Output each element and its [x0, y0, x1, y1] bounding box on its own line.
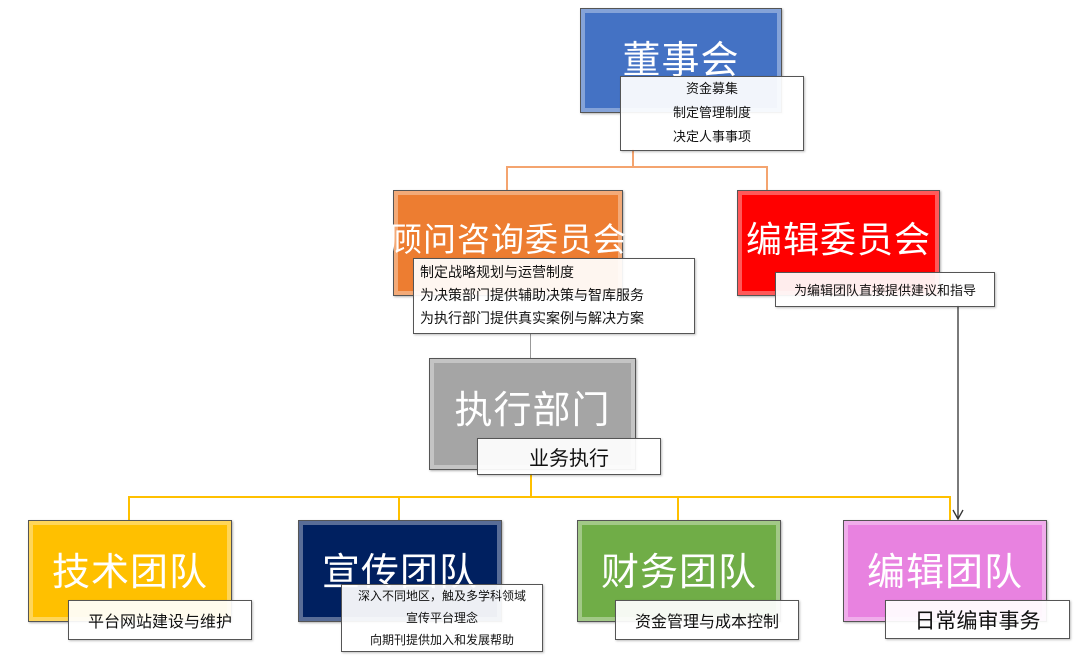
finance-team-duties: 资金管理与成本控制 — [615, 600, 799, 640]
connector-board-h — [506, 166, 768, 168]
duty: 为决策部门提供辅助决策与智库服务 — [420, 287, 644, 304]
duty: 资金募集 — [685, 81, 738, 97]
connector-teams-h — [128, 496, 951, 498]
arrow-editorial-committee-to-team — [952, 305, 964, 521]
connector-publicity — [398, 496, 400, 520]
execution-title: 执行部门 — [454, 388, 611, 432]
duty: 资金管理与成本控制 — [634, 612, 779, 631]
editorial-team-title: 编辑团队 — [866, 550, 1023, 594]
advisory-title: 顾问咨询委员会 — [389, 220, 627, 259]
advisory-duties: 制定战略规划与运营制度 为决策部门提供辅助决策与智库服务 为执行部门提供真实案例… — [413, 258, 695, 334]
connector-board — [632, 149, 634, 167]
editorial-committee-title: 编辑委员会 — [745, 220, 931, 261]
duty: 宣传平台理念 — [405, 611, 478, 625]
duty: 为执行部门提供真实案例与解决方案 — [420, 310, 644, 327]
board-title: 董事会 — [622, 38, 740, 82]
editorial-team-duties: 日常编审事务 — [885, 600, 1070, 639]
duty: 平台网站建设与维护 — [87, 612, 232, 631]
duty: 为编辑团队直接提供建议和指导 — [793, 284, 976, 299]
connector-tech — [128, 496, 130, 520]
connector-finance — [677, 496, 679, 520]
board-duties: 资金募集 制定管理制度 决定人事事项 — [620, 76, 804, 151]
editorial-committee-duties: 为编辑团队直接提供建议和指导 — [775, 272, 995, 307]
connector-execution — [530, 473, 532, 497]
duty: 制定管理制度 — [672, 105, 751, 121]
connector-advisory-execution — [530, 334, 531, 358]
finance-team-title: 财务团队 — [600, 550, 757, 594]
duty: 深入不同地区，触及多学科领域 — [357, 589, 526, 603]
duty: 制定战略规划与运营制度 — [420, 264, 574, 281]
duty: 业务执行 — [529, 446, 609, 470]
duty: 决定人事事项 — [672, 129, 751, 145]
tech-team-duties: 平台网站建设与维护 — [68, 600, 252, 640]
publicity-team-duties: 深入不同地区，触及多学科领域 宣传平台理念 向期刊提供加入和发展帮助 — [341, 584, 543, 652]
connector-advisory — [506, 166, 508, 190]
duty: 日常编审事务 — [914, 608, 1041, 633]
duty: 向期刊提供加入和发展帮助 — [369, 633, 514, 647]
connector-editorial-team — [949, 496, 951, 520]
connector-editorial-committee — [766, 166, 768, 190]
tech-team-title: 技术团队 — [51, 550, 208, 594]
execution-duties: 业务执行 — [477, 438, 661, 475]
